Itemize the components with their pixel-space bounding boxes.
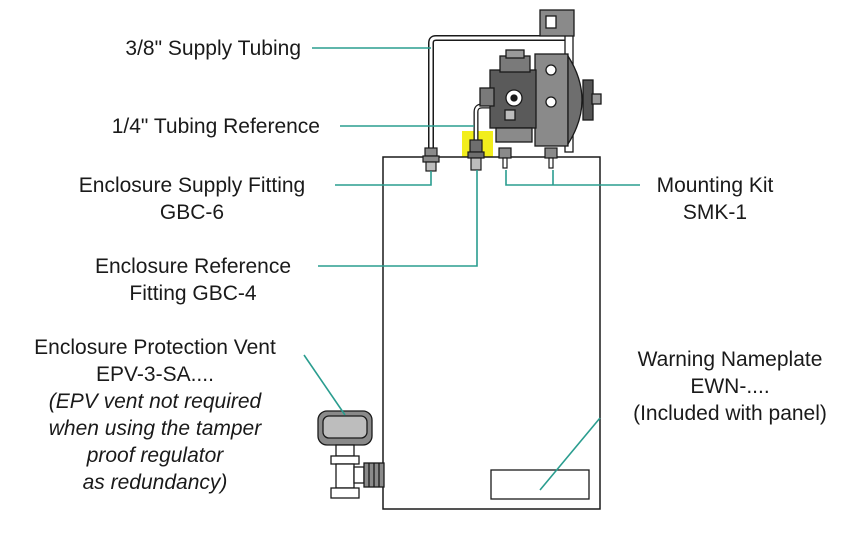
protection-vent-note-line2: when using the tamper	[48, 417, 262, 440]
mounting-kit-part: SMK-1	[682, 201, 748, 224]
leader-supply-fitting	[335, 171, 432, 186]
label-supply-tubing: 3/8" Supply Tubing	[125, 35, 301, 62]
warning-nameplate-name: Warning Nameplate	[637, 348, 823, 371]
enclosure-panel	[382, 156, 601, 510]
label-warning-nameplate: Warning Nameplate EWN-.... (Included wit…	[612, 346, 848, 427]
supply-tubing-text: 3/8" Supply Tubing	[125, 37, 301, 60]
reference-fitting	[467, 139, 485, 171]
label-tubing-reference: 1/4" Tubing Reference	[112, 113, 320, 140]
label-protection-vent: Enclosure Protection Vent EPV-3-SA.... (…	[10, 334, 300, 496]
leader-warning-nameplate	[539, 417, 601, 491]
label-supply-fitting: Enclosure Supply Fitting GBC-6	[55, 172, 329, 226]
supply-fitting-part: GBC-6	[159, 201, 225, 224]
protection-vent-part: EPV-3-SA....	[96, 363, 214, 386]
mounting-kit-bolts	[498, 147, 558, 169]
leader-protection-vent	[303, 354, 346, 416]
protection-vent	[317, 410, 385, 499]
regulator-assembly	[479, 9, 602, 153]
leader-mounting-kit	[505, 170, 640, 186]
warning-nameplate-plate	[490, 469, 590, 500]
reference-fitting-part: Fitting GBC-4	[129, 282, 257, 305]
warning-nameplate-part: EWN-....	[690, 375, 770, 398]
label-reference-fitting: Enclosure Reference Fitting GBC-4	[78, 253, 308, 307]
label-mounting-kit: Mounting Kit SMK-1	[640, 172, 790, 226]
protection-vent-name: Enclosure Protection Vent	[34, 336, 276, 359]
warning-nameplate-note: (Included with panel)	[633, 402, 827, 425]
mounting-kit-name: Mounting Kit	[656, 174, 774, 197]
protection-vent-note-line3: proof regulator	[86, 444, 224, 467]
leader-reference-fitting	[318, 170, 478, 267]
supply-fitting-name: Enclosure Supply Fitting	[78, 174, 306, 197]
reference-fitting-name: Enclosure Reference	[94, 255, 292, 278]
protection-vent-note-line1: (EPV vent not required	[48, 390, 262, 413]
tubing-reference-text: 1/4" Tubing Reference	[111, 115, 320, 138]
protection-vent-note-line4: as redundancy)	[82, 471, 228, 494]
leader-lines	[303, 47, 640, 491]
